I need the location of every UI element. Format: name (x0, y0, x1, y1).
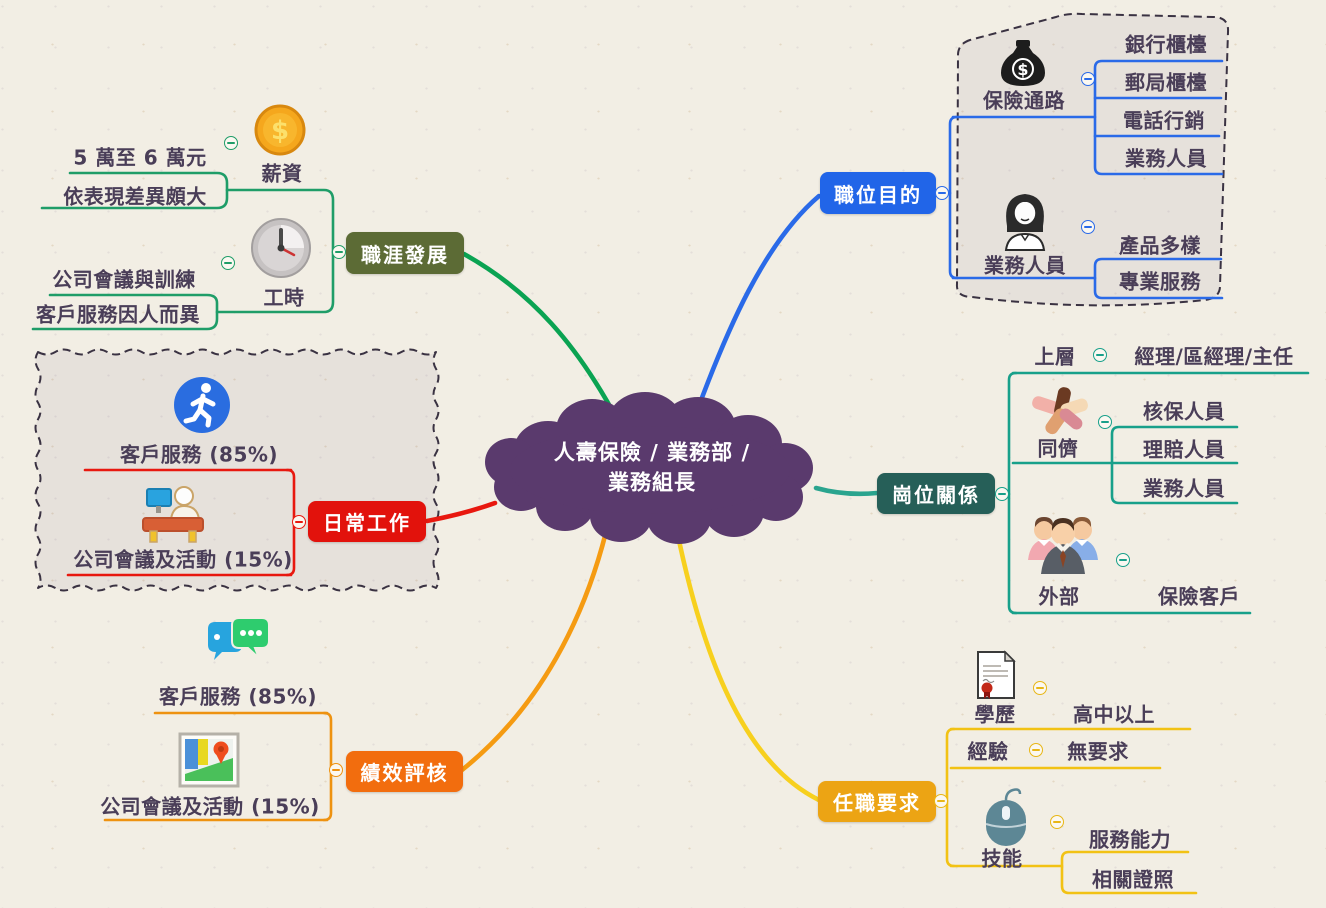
branch-curves (424, 193, 880, 803)
branch-career-development[interactable]: 職涯發展 (346, 232, 464, 274)
skills-child-0[interactable]: 服務能力 (1089, 827, 1171, 852)
collapse-icon-requirements[interactable] (934, 794, 948, 808)
hours-child-1[interactable]: 客戶服務因人而異 (36, 302, 200, 327)
saleswoman-icon[interactable] (994, 186, 1056, 252)
central-topic-cloud[interactable] (485, 392, 813, 544)
peers-child-2[interactable]: 業務人員 (1143, 476, 1225, 501)
daily-item-1[interactable]: 公司會議及活動 (15%) (73, 547, 293, 572)
collapse-icon-external[interactable] (1116, 553, 1130, 567)
salary-child-0[interactable]: 5 萬至 6 萬元 (73, 145, 207, 170)
channels-child-0[interactable]: 銀行櫃檯 (1125, 32, 1207, 57)
sales-child-1[interactable]: 專業服務 (1119, 269, 1201, 294)
topic-sales-personnel[interactable]: 業務人員 (984, 253, 1066, 278)
central-topic-line1: 人壽保險 / 業務部 / (553, 440, 751, 465)
branch-job-requirements[interactable]: 任職要求 (818, 781, 936, 822)
branch-daily-work[interactable]: 日常工作 (308, 501, 426, 542)
mouse-icon[interactable] (980, 786, 1032, 848)
collapse-icon-skills[interactable] (1050, 815, 1064, 829)
topic-upper-level[interactable]: 上層 (1034, 344, 1076, 369)
map-icon[interactable] (178, 730, 240, 790)
topic-experience[interactable]: 經驗 (967, 739, 1009, 764)
topic-education[interactable]: 學歷 (974, 702, 1016, 727)
hours-child-0[interactable]: 公司會議與訓練 (52, 267, 196, 292)
evaluation-item-1[interactable]: 公司會議及活動 (15%) (100, 794, 320, 819)
collapse-icon-purpose[interactable] (935, 186, 949, 200)
topic-skills[interactable]: 技能 (981, 846, 1023, 871)
money-bag-icon[interactable]: $ (995, 36, 1051, 92)
collapse-icon-hours[interactable] (221, 256, 235, 270)
collapse-icon-daily[interactable] (292, 515, 306, 529)
topic-peers[interactable]: 同儕 (1037, 436, 1079, 461)
daily-item-0[interactable]: 客戶服務 (85%) (119, 442, 279, 467)
collapse-icon-channels[interactable] (1081, 72, 1095, 86)
salary-child-1[interactable]: 依表現差異頗大 (63, 184, 207, 209)
team-icon[interactable] (1024, 506, 1102, 576)
upper-level-value[interactable]: 經理/區經理/主任 (1134, 344, 1294, 369)
collapse-icon-relations[interactable] (995, 487, 1009, 501)
evaluation-item-0[interactable]: 客戶服務 (85%) (158, 684, 318, 709)
peers-child-0[interactable]: 核保人員 (1143, 399, 1225, 424)
education-value[interactable]: 高中以上 (1073, 702, 1155, 727)
central-topic[interactable]: 人壽保險 / 業務部 / 業務組長 (554, 438, 750, 499)
topic-salary[interactable]: 薪資 (261, 161, 303, 186)
collapse-icon-experience[interactable] (1029, 743, 1043, 757)
channels-child-3[interactable]: 業務人員 (1125, 146, 1207, 171)
certificate-icon[interactable] (974, 650, 1018, 700)
collapse-icon-sales[interactable] (1081, 220, 1095, 234)
collapse-icon-career[interactable] (332, 245, 346, 259)
topic-insurance-channels[interactable]: 保險通路 (983, 88, 1065, 113)
collapse-icon-upper[interactable] (1093, 348, 1107, 362)
skills-child-1[interactable]: 相關證照 (1092, 867, 1174, 892)
external-value[interactable]: 保險客戶 (1158, 584, 1240, 609)
collapse-icon-evaluation[interactable] (329, 763, 343, 777)
walking-icon[interactable] (172, 375, 232, 435)
collapse-icon-peers[interactable] (1098, 415, 1112, 429)
central-topic-line2: 業務組長 (608, 471, 696, 495)
purpose-boundary (955, 12, 1230, 307)
desk-icon[interactable] (139, 477, 207, 545)
channels-child-2[interactable]: 電話行銷 (1123, 108, 1205, 133)
clock-icon[interactable] (249, 216, 313, 280)
channels-child-1[interactable]: 郵局櫃檯 (1125, 70, 1207, 95)
peers-child-1[interactable]: 理賠人員 (1143, 437, 1225, 462)
svg-text:$: $ (271, 116, 289, 146)
chat-icon[interactable] (205, 617, 271, 677)
collapse-icon-salary[interactable] (224, 136, 238, 150)
experience-value[interactable]: 無要求 (1067, 739, 1129, 764)
hands-icon[interactable] (1030, 385, 1090, 441)
collapse-icon-education[interactable] (1033, 681, 1047, 695)
branch-position-purpose[interactable]: 職位目的 (820, 172, 936, 214)
coin-icon[interactable]: $ (254, 104, 306, 156)
topic-external[interactable]: 外部 (1038, 584, 1080, 609)
svg-text:$: $ (1017, 60, 1028, 79)
branch-position-relations[interactable]: 崗位關係 (877, 473, 995, 514)
branch-performance-evaluation[interactable]: 績效評核 (346, 751, 463, 792)
sales-child-0[interactable]: 產品多樣 (1119, 233, 1201, 258)
topic-working-hours[interactable]: 工時 (263, 285, 305, 310)
purpose-branch-lines (944, 59, 1224, 300)
